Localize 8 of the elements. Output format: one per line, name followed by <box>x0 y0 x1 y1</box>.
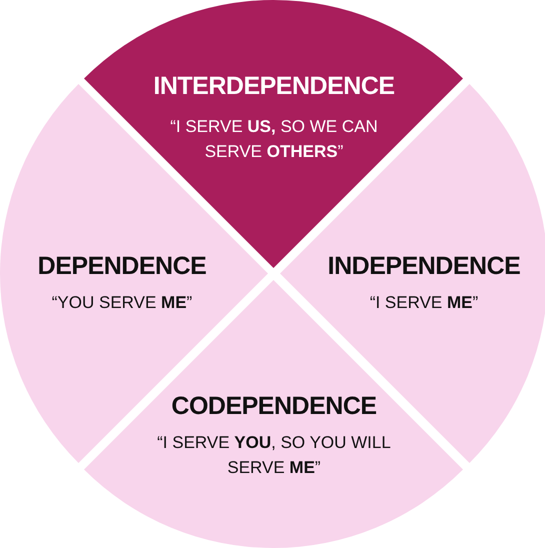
quadrant-heading: INDEPENDENCE <box>328 252 520 281</box>
quadrant-quote: “I SERVE ME” <box>368 292 480 314</box>
quadrant-heading: CODEPENDENCE <box>171 392 377 421</box>
quadrant-quote: “I SERVE US, SO WE CAN SERVE OTHERS” <box>169 116 379 163</box>
quadrant-heading: INTERDEPENDENCE <box>153 72 395 101</box>
quadrant-quote: “I SERVE YOU, SO YOU WILL SERVE ME” <box>156 432 392 479</box>
quadrant-heading: DEPENDENCE <box>38 252 206 281</box>
quadrant-quote: “YOU SERVE ME” <box>50 292 194 314</box>
